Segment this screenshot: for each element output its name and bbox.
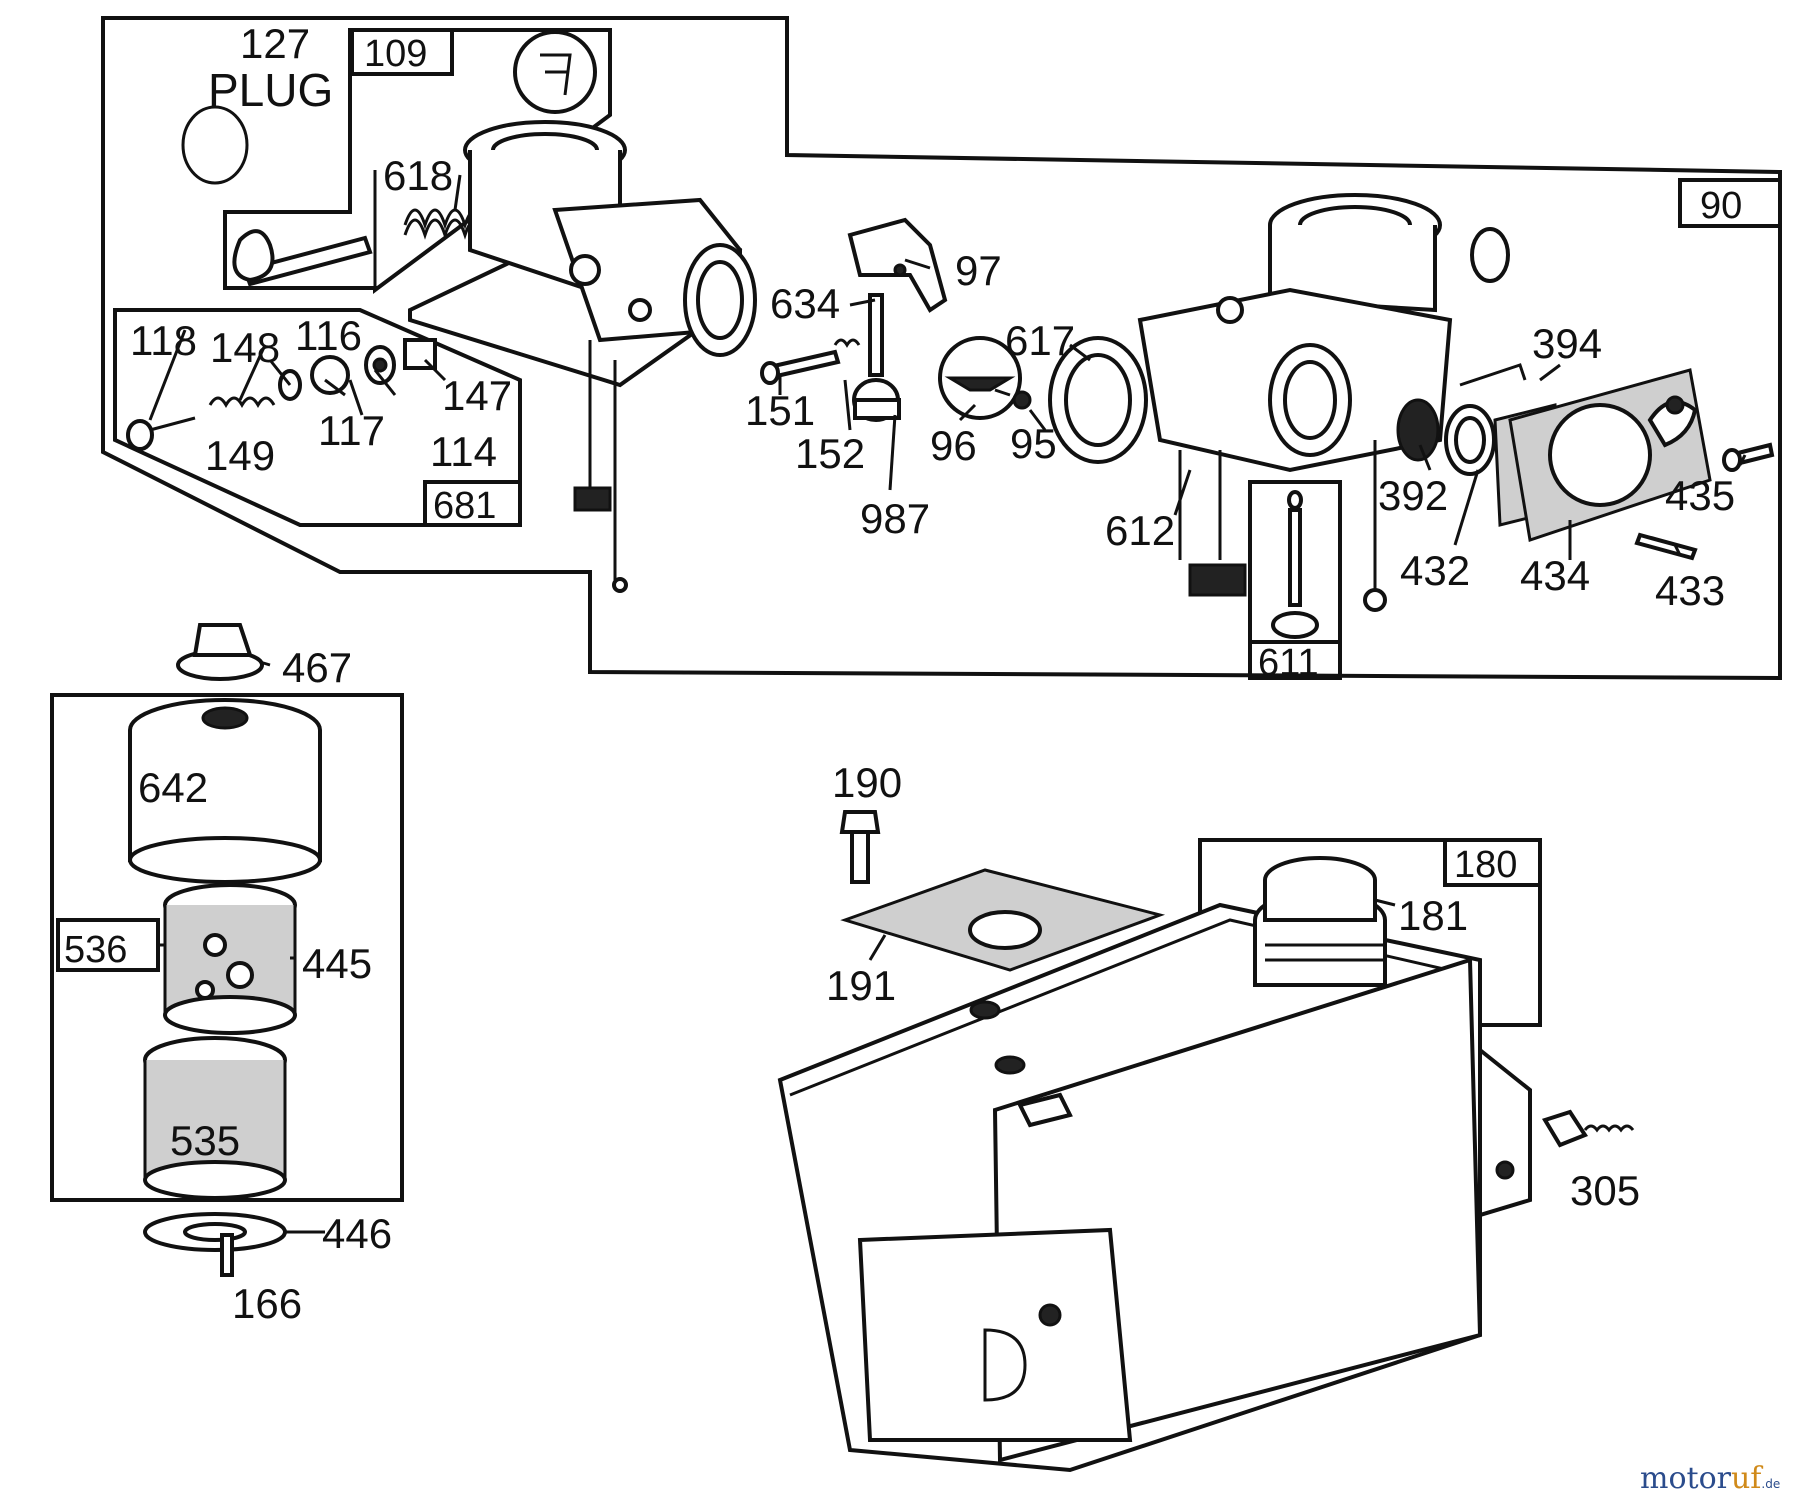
tank-gasket-191 [840, 868, 1166, 972]
svg-text:motoruf.de: motoruf.de [1640, 1461, 1780, 1496]
callout-642: 642 [138, 764, 208, 811]
callout-435: 435 [1665, 472, 1735, 519]
callout-190: 190 [832, 759, 902, 806]
motoruf-watermark: motoruf.de [1640, 1461, 1780, 1496]
callout-181: 181 [1398, 892, 1468, 939]
carburetor-assembly-frame [101, 16, 1782, 681]
plug-ring [181, 105, 249, 185]
air-filter-frame [50, 693, 404, 1202]
callout-392: 392 [1378, 472, 1448, 519]
callout-987: 987 [860, 495, 930, 542]
leader-lines [148, 174, 1747, 1234]
wing-nut-467 [176, 623, 264, 681]
kit-611-frame [1248, 480, 1342, 680]
callout-446: 446 [322, 1210, 392, 1257]
inlet-needle [852, 293, 901, 422]
screw-95 [994, 388, 1032, 410]
kit-109-frame [223, 28, 612, 294]
callout-611: 611 [1258, 642, 1319, 684]
label-box-109 [350, 28, 454, 76]
washer-116 [278, 355, 350, 401]
callout-535: 535 [170, 1117, 240, 1164]
label-box-90 [1678, 178, 1782, 228]
callout-plug: PLUG [208, 64, 333, 116]
idle-screw-118 [126, 416, 196, 451]
choke-plate [513, 30, 597, 114]
pre-cleaner-535 [143, 1036, 287, 1200]
label-box-681 [423, 480, 522, 527]
label-box-536 [56, 918, 160, 972]
callout-166: 166 [232, 1280, 302, 1327]
callout-617: 617 [1005, 317, 1075, 364]
gasket-394 [1459, 363, 1527, 387]
callout-152: 152 [795, 430, 865, 477]
carburetor-body-left [408, 120, 757, 593]
float-96 [938, 336, 1022, 420]
seal-392 [1396, 398, 1496, 476]
callout-116: 116 [295, 312, 362, 359]
stud-166 [220, 1233, 234, 1277]
pin-151 [760, 338, 861, 385]
callout-305: 305 [1570, 1167, 1640, 1214]
callout-151: 151 [745, 387, 815, 434]
callout-191: 191 [826, 962, 896, 1009]
float-bracket [847, 217, 948, 313]
callout-90: 90 [1700, 185, 1742, 227]
callout-612: 612 [1105, 507, 1175, 554]
callout-634: 634 [770, 280, 840, 327]
callout-149: 149 [205, 432, 275, 479]
callout-97: 97 [955, 247, 1002, 294]
pin-433 [1634, 532, 1698, 561]
cover-434 [1508, 368, 1712, 542]
choke-shaft [232, 229, 373, 287]
callout-127: 127 [240, 20, 310, 67]
callout-180: 180 [1454, 844, 1517, 886]
callout-148: 148 [210, 324, 280, 371]
callout-445: 445 [302, 940, 372, 987]
bolt-190 [839, 810, 881, 884]
carburetor-body-right [1048, 193, 1510, 612]
callout-147: 147 [442, 372, 512, 419]
callout-433: 433 [1655, 567, 1725, 614]
callout-109: 109 [364, 33, 427, 75]
filter-cover-642 [128, 698, 322, 884]
fuel-tank [777, 902, 1483, 1473]
callout-434: 434 [1520, 552, 1590, 599]
callout-536: 536 [64, 929, 127, 971]
callout-467: 467 [282, 644, 352, 691]
fuel-cap-181 [1253, 856, 1387, 987]
screw-435 [1722, 442, 1775, 472]
filter-cartridge-445 [163, 883, 297, 1035]
callout-394: 394 [1532, 320, 1602, 367]
callout-96: 96 [930, 422, 977, 469]
callout-432: 432 [1400, 547, 1470, 594]
main-jet-611 [1271, 490, 1319, 639]
callout-618: 618 [383, 152, 453, 199]
spring-149 [208, 396, 276, 409]
screw-305 [1541, 1109, 1635, 1148]
callout-114: 114 [430, 428, 497, 475]
bracket-305-mount [1478, 1045, 1532, 1218]
callout-95: 95 [1010, 420, 1057, 467]
callout-117: 117 [318, 407, 385, 454]
base-plate-446 [143, 1212, 287, 1252]
callout-681: 681 [433, 485, 496, 527]
callout-118: 118 [130, 317, 197, 364]
